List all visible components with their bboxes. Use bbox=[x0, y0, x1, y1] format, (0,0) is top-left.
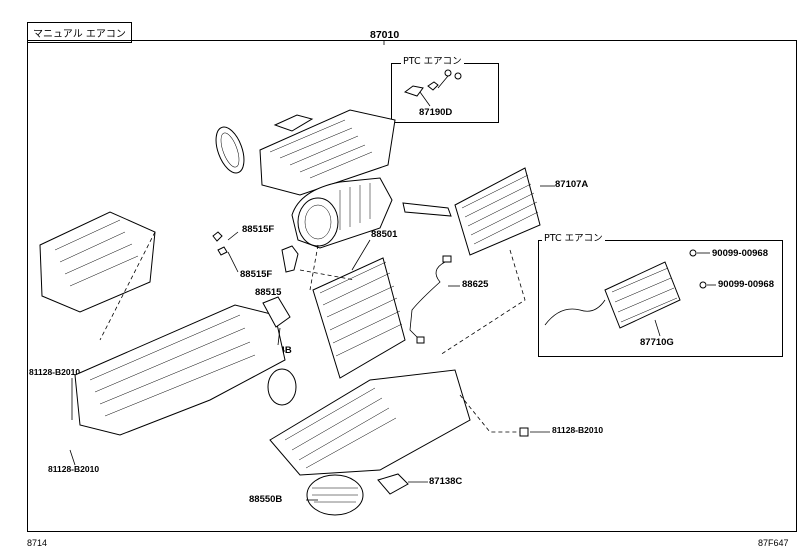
part-87710G-label: 87710G bbox=[640, 337, 674, 348]
part-88625-label: 88625 bbox=[462, 279, 489, 290]
part-87190D-label: 87190D bbox=[419, 107, 453, 118]
footer-right-code: 87F647 bbox=[758, 538, 789, 548]
evaporator-core bbox=[312, 239, 406, 379]
part-87010-label: 87010 bbox=[370, 29, 400, 41]
part-88515-label: 88515 bbox=[255, 287, 282, 298]
ptc-sensor-parts bbox=[403, 69, 462, 107]
part-90099-00968-b-label: 90099-00968 bbox=[718, 279, 774, 290]
part-90099-00968-a-label: 90099-00968 bbox=[712, 248, 768, 259]
part-87107A-label: 87107A bbox=[555, 179, 589, 190]
part-87138C-label: 87138C bbox=[429, 476, 463, 487]
lower-case-left bbox=[69, 296, 291, 466]
part-81128-right-label: 81128-B2010 bbox=[552, 425, 604, 435]
part-81128-left-a-label: 81128-B2010 bbox=[29, 367, 81, 377]
blower-resistor bbox=[377, 473, 428, 495]
left-duct bbox=[39, 211, 156, 313]
ptc-box-right bbox=[538, 240, 783, 357]
clips-88515 bbox=[212, 231, 299, 273]
blower-motor bbox=[306, 474, 364, 516]
variant-label: マニュアル エアコン bbox=[27, 22, 132, 43]
part-88550B-label: 88550B bbox=[249, 494, 283, 505]
ptc-box-right-title: PTC エアコン bbox=[542, 230, 605, 244]
part-88515F-b-label: 88515F bbox=[240, 269, 273, 280]
ptc-heater bbox=[544, 249, 716, 337]
footer-left-code: 8714 bbox=[27, 538, 48, 548]
part-88501-label: 88501 bbox=[371, 229, 398, 240]
upper-case-assembly bbox=[215, 109, 396, 196]
part-81128-left-b-label: 81128-B2010 bbox=[48, 464, 100, 474]
ptc-box-top-title: PTC エアコン bbox=[401, 53, 464, 67]
thermistor-wire bbox=[409, 255, 460, 344]
lower-case-main bbox=[267, 368, 550, 476]
heater-core bbox=[402, 167, 555, 256]
assembly-dash-lines bbox=[99, 231, 526, 433]
blower-scroll-upper bbox=[291, 177, 393, 249]
part-88515F-a-label: 88515F bbox=[242, 224, 275, 235]
main-assembly-frame bbox=[27, 40, 797, 532]
